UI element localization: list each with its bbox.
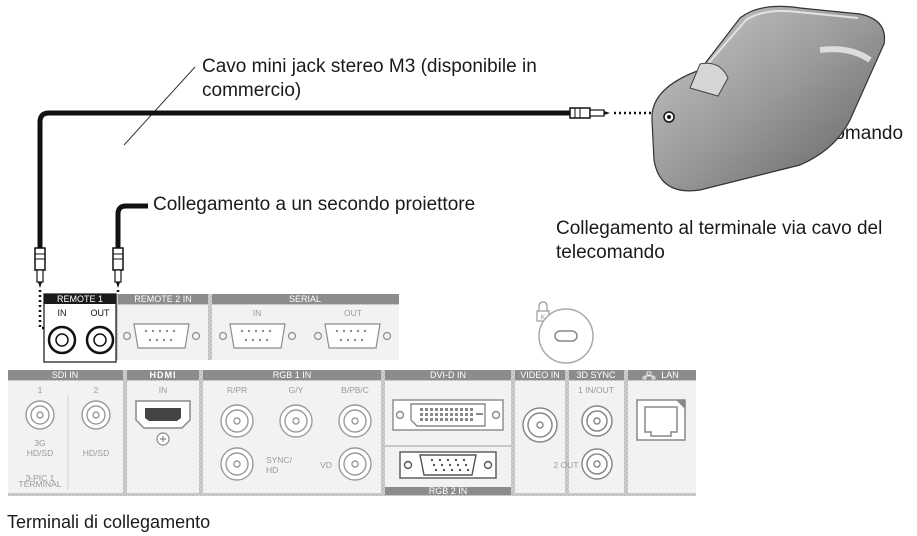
lan-header: LAN [661,370,679,380]
cable-to-second-projector [115,203,148,248]
3d-sync-2-bnc-port[interactable] [581,448,613,480]
sdi1-3g-label: 3G [34,438,45,448]
rgb-rpr-label: R/PR [227,385,247,395]
dvi-d-pins [420,408,483,421]
mini-jack-plug-remote [569,107,610,119]
terminals-caption: Terminali di collegamento [7,512,211,532]
3d-sync-1-label: 1 IN/OUT [578,385,614,395]
cable-leader-line [123,66,196,146]
serial-in-port[interactable] [218,323,297,349]
wired-connection-label: Collegamento al terminale via cavo del t… [556,218,883,263]
rgb-vd-label: VD [320,460,332,470]
lower-panel: SDI IN HDMI RGB 1 IN DVI-D IN VIDEO IN 3… [8,370,696,496]
mini-jack-plug-in [34,247,46,288]
cable-to-remote [37,110,570,248]
svg-text:K: K [541,315,546,322]
rgb-synchd-bnc-port[interactable] [220,447,254,481]
rgb2-dsub-pins [430,458,470,472]
3d-sync-2-label: 2 OUT [553,460,578,470]
sdi1-hdsd-label: HD/SD [27,448,53,458]
3d-sync-header: 3D SYNC [576,370,616,380]
serial-header: SERIAL [289,294,321,304]
remote1-header: REMOTE 1 [57,294,103,304]
lan-port[interactable] [636,399,686,441]
3d-sync-1-bnc-port[interactable] [581,405,613,437]
lan-icon [642,371,656,380]
video-header: VIDEO IN [520,370,560,380]
sdi1-bnc-port[interactable] [25,400,55,430]
rgb1-header: RGB 1 IN [273,370,312,380]
rgb-gy-label: G/Y [289,385,304,395]
rgb-rpr-bnc-port[interactable] [220,404,254,438]
rgb-gy-bnc-port[interactable] [279,404,313,438]
hdmi-port[interactable] [135,400,191,446]
rgb2-dsub-port[interactable] [399,451,497,479]
rgb-vd-bnc-port[interactable] [338,447,372,481]
sdi2-hdsd-label: HD/SD [83,448,109,458]
upper-panel: REMOTE 1 REMOTE 2 IN SERIAL IN OUT IN OU… [43,293,399,363]
security-lock: K [536,301,594,364]
rgb2-header: RGB 2 IN [429,486,468,496]
rgb-bpb-bnc-port[interactable] [338,404,372,438]
sdi1-label: 1 [38,385,43,395]
serial-in-label: IN [253,308,262,318]
hdmi-in-label: IN [159,385,168,395]
video-in-bnc-port[interactable] [522,407,558,443]
sdi-note-1: 3-PIC 1 [26,473,55,483]
serial-out-label: OUT [344,308,362,318]
dvi-header: DVI-D IN [430,370,466,380]
second-projector-label: Collegamento a un secondo proiettore [153,194,476,215]
cable-label: Cavo mini jack stereo M3 (disponibile in… [202,56,537,101]
remote1-in-label: IN [58,308,67,318]
sdi-note-2: TERMINAL [19,479,62,489]
sdi-header: SDI IN [52,370,79,380]
hdmi-header: HDMI [150,370,177,380]
remote1-out-label: OUT [91,308,111,318]
sdi2-label: 2 [94,385,99,395]
mini-jack-plug-out [112,247,124,288]
remote-control [651,5,886,192]
rgb-synchd-label-2: HD [266,465,278,475]
sdi2-bnc-port[interactable] [81,400,111,430]
remote2-header: REMOTE 2 IN [134,294,192,304]
rgb-bpb-label: B/PB/C [341,385,369,395]
serial-out-port[interactable] [313,323,392,349]
remote2-dsub-port[interactable] [122,323,201,349]
rgb-synchd-label: SYNC/ [266,455,293,465]
